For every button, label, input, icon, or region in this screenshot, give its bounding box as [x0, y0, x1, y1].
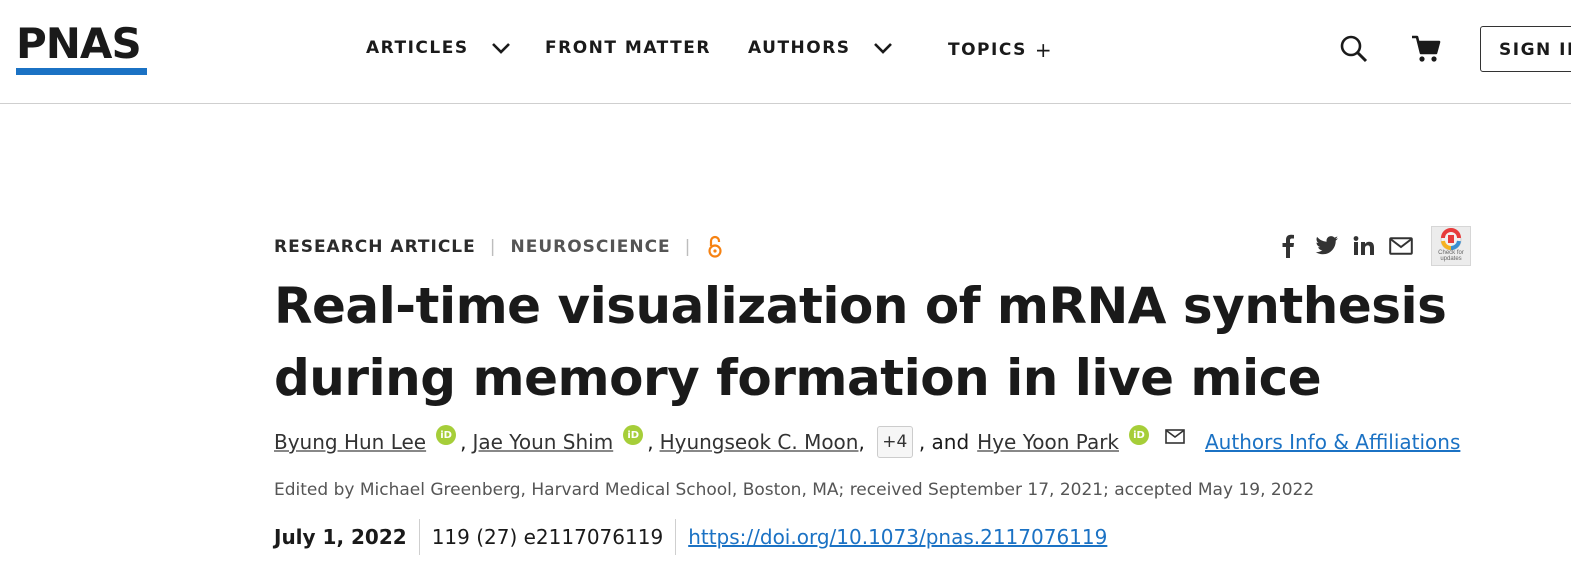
linkedin-icon[interactable]: [1353, 236, 1375, 261]
article-subject[interactable]: NEUROSCIENCE: [510, 237, 671, 257]
orcid-icon[interactable]: iD: [436, 425, 457, 445]
orcid-icon[interactable]: iD: [623, 425, 644, 445]
nav-articles[interactable]: ARTICLES: [366, 38, 511, 58]
crossmark-label: Check for updates: [1438, 250, 1464, 262]
author-link[interactable]: Hyungseok C. Moon: [659, 430, 859, 454]
author-link[interactable]: Byung Hun Lee: [274, 430, 427, 454]
article-type: RESEARCH ARTICLE: [274, 237, 476, 257]
nav-topics-label: TOPICS: [948, 40, 1027, 60]
nav-articles-label: ARTICLES: [366, 38, 469, 58]
crossmark-button[interactable]: Check for updates: [1431, 226, 1471, 266]
chevron-down-icon: [491, 42, 511, 54]
sign-in-button[interactable]: SIGN IN: [1480, 26, 1571, 72]
article-meta: RESEARCH ARTICLE | NEUROSCIENCE |: [274, 235, 723, 259]
author-link[interactable]: Hye Yoon Park: [977, 430, 1119, 454]
author-list: Byung Hun Lee iD , Jae Youn Shim iD , Hy…: [274, 425, 1461, 458]
doi-link[interactable]: https://doi.org/10.1073/pnas.2117076119: [688, 525, 1108, 549]
more-authors-button[interactable]: +4: [876, 426, 913, 458]
pnas-logo[interactable]: PNAS: [16, 22, 147, 75]
corresponding-author-mail-icon[interactable]: [1165, 428, 1185, 444]
email-icon[interactable]: [1389, 237, 1413, 260]
site-header: PNAS ARTICLES FRONT MATTER AUTHORS TOPIC…: [0, 0, 1571, 104]
volume-issue: 119 (27) e2117076119: [431, 525, 664, 549]
author-link[interactable]: Jae Youn Shim: [472, 430, 614, 454]
plus-icon: +: [1034, 38, 1054, 62]
open-access-icon: [707, 235, 723, 259]
meta-separator: |: [489, 237, 497, 257]
divider: [418, 519, 420, 555]
article-title: Real-time visualization of mRNA synthesi…: [274, 277, 1447, 407]
logo-text: PNAS: [16, 19, 142, 68]
logo-underline: [16, 68, 147, 75]
authors-affiliations-link[interactable]: Authors Info & Affiliations: [1205, 430, 1461, 454]
divider: [675, 519, 677, 555]
nav-front-matter-label: FRONT MATTER: [545, 38, 711, 58]
chevron-down-icon: [873, 42, 893, 54]
search-icon[interactable]: [1339, 34, 1369, 69]
crossmark-icon: [1440, 228, 1462, 251]
nav-front-matter[interactable]: FRONT MATTER: [545, 38, 711, 58]
orcid-icon[interactable]: iD: [1129, 425, 1149, 445]
publication-date: July 1, 2022: [274, 525, 407, 549]
publication-info: July 1, 2022 119 (27) e2117076119 https:…: [274, 519, 1108, 555]
meta-separator: |: [684, 237, 692, 257]
nav-authors-label: AUTHORS: [748, 38, 851, 58]
author-separator: ,: [647, 430, 654, 454]
twitter-icon[interactable]: [1315, 236, 1339, 261]
facebook-icon[interactable]: [1281, 234, 1295, 263]
author-and: , and: [918, 430, 970, 454]
author-separator: ,: [858, 430, 865, 454]
nav-authors[interactable]: AUTHORS: [748, 38, 893, 58]
cart-icon[interactable]: [1410, 34, 1442, 69]
nav-topics[interactable]: TOPICS +: [948, 38, 1053, 62]
author-separator: ,: [460, 430, 467, 454]
edited-by-line: Edited by Michael Greenberg, Harvard Med…: [274, 480, 1315, 500]
